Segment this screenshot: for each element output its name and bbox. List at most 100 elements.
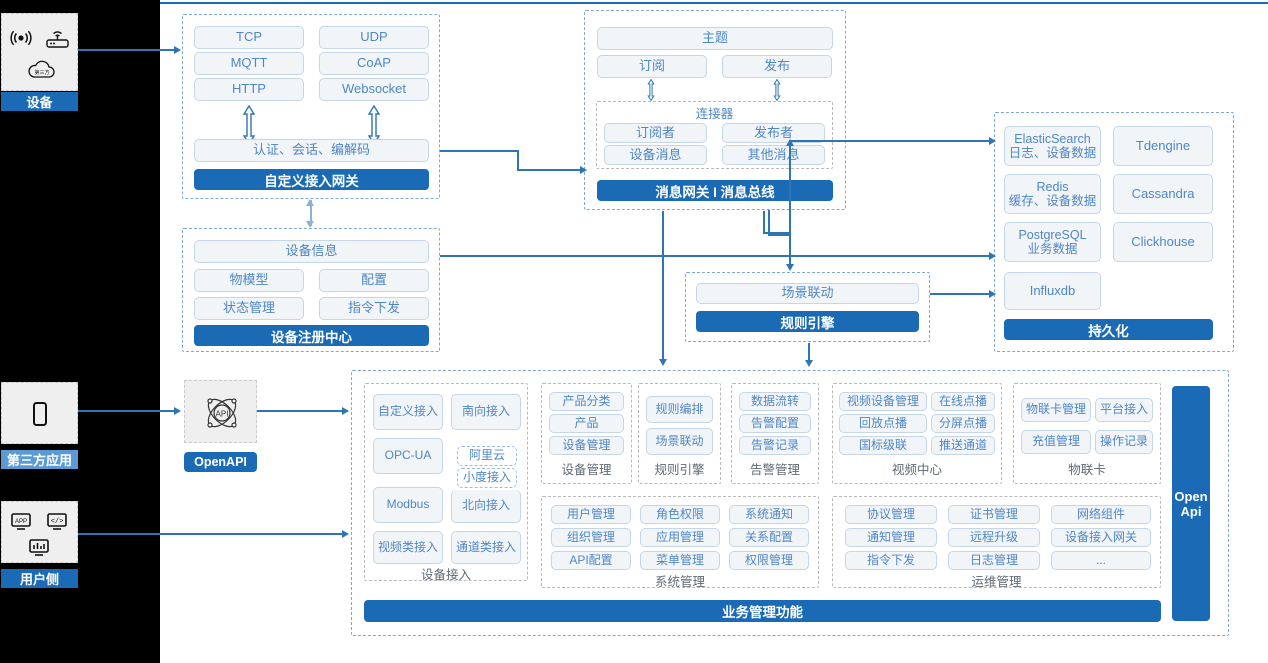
connector-gateway-to-bus-h1: [440, 150, 518, 152]
pill-label: 指令下发: [347, 300, 400, 316]
group-title-iot-card: 物联卡: [1013, 460, 1161, 477]
openapi-side-bar[interactable]: Open Api: [1172, 386, 1210, 621]
scene-linkage-pill[interactable]: 场景联动: [696, 283, 919, 304]
arrowhead-bus-to-persistence-right: [989, 136, 996, 145]
iot-card-management[interactable]: 物联卡管理: [1021, 398, 1091, 422]
mobile-phone-icon: [30, 401, 50, 427]
device-info-pill[interactable]: 设备信息: [194, 240, 429, 263]
dm-device-management[interactable]: 设备管理: [549, 436, 624, 455]
protocol-http[interactable]: HTTP: [194, 78, 304, 101]
rail-label-text: 设备: [26, 95, 53, 110]
device-access-modbus[interactable]: Modbus: [373, 487, 443, 523]
persistence-bar[interactable]: 持久化: [1004, 319, 1213, 340]
arrowhead-rules-to-business: [804, 360, 813, 367]
vc-split-screen-play[interactable]: 分屏点播: [931, 414, 995, 433]
om-network-component[interactable]: 网络组件: [1051, 505, 1151, 524]
iot-recharge-management[interactable]: 充值管理: [1021, 430, 1091, 454]
device-access-video[interactable]: 视频类接入: [373, 531, 443, 564]
store-redis[interactable]: Redis 缓存、设备数据: [1004, 174, 1101, 214]
group-iot-card: [1013, 383, 1161, 484]
vc-push-channel[interactable]: 推送通道: [931, 436, 995, 455]
store-cassandra[interactable]: Cassandra: [1113, 174, 1213, 214]
store-postgresql[interactable]: PostgreSQL 业务数据: [1004, 222, 1101, 262]
connector-device-to-gateway: [78, 49, 174, 51]
device-access-custom[interactable]: 自定义接入: [373, 394, 443, 430]
sm-user-management[interactable]: 用户管理: [551, 505, 631, 524]
connector-device-message[interactable]: 设备消息: [604, 145, 707, 165]
status-management-pill[interactable]: 状态管理: [194, 297, 304, 320]
store-clickhouse[interactable]: Clickhouse: [1113, 222, 1213, 262]
iot-platform-access[interactable]: 平台接入: [1095, 398, 1153, 422]
device-access-aliyun[interactable]: 阿里云: [457, 446, 517, 466]
om-device-access-gateway[interactable]: 设备接入网关: [1051, 528, 1151, 547]
device-access-channel[interactable]: 通道类接入: [451, 531, 521, 564]
vc-video-device-management[interactable]: 视频设备管理: [839, 392, 927, 411]
om-command-dispatch[interactable]: 指令下发: [845, 551, 937, 570]
sm-role-permission[interactable]: 角色权限: [640, 505, 720, 524]
rule-engine-bar[interactable]: 规则引擎: [696, 311, 919, 332]
device-access-southbound[interactable]: 南向接入: [451, 394, 521, 430]
store-tdengine[interactable]: Tdengine: [1113, 126, 1213, 166]
pill-label: 权限管理: [744, 552, 793, 567]
om-protocol-management[interactable]: 协议管理: [845, 505, 937, 524]
connector-subscriber[interactable]: 订阅者: [604, 123, 707, 143]
custom-access-gateway-bar[interactable]: 自定义接入网关: [194, 169, 429, 190]
protocol-udp[interactable]: UDP: [319, 26, 429, 49]
om-log-management[interactable]: 日志管理: [948, 551, 1040, 570]
store-influxdb[interactable]: Influxdb: [1004, 272, 1101, 310]
iot-operation-record[interactable]: 操作记录: [1095, 430, 1153, 454]
auth-session-codec[interactable]: 认证、会话、编解码: [194, 139, 429, 162]
app-screen-icon: APP: [10, 512, 32, 531]
pill-label: 自定义接入: [377, 404, 438, 419]
om-notification-management[interactable]: 通知管理: [845, 528, 937, 547]
router-icon: [45, 27, 70, 49]
vc-gb-cascade[interactable]: 国标级联: [839, 436, 927, 455]
re-rule-orchestration[interactable]: 规则编排: [646, 396, 713, 423]
om-more[interactable]: ...: [1051, 551, 1151, 570]
pill-label: 分屏点播: [938, 415, 987, 430]
publish-pill[interactable]: 发布: [722, 55, 832, 78]
business-management-bar[interactable]: 业务管理功能: [364, 600, 1161, 622]
sm-app-management[interactable]: 应用管理: [640, 528, 720, 547]
protocol-coap[interactable]: CoAP: [319, 52, 429, 75]
sm-menu-management[interactable]: 菜单管理: [640, 551, 720, 570]
topic-pill[interactable]: 主题: [597, 27, 833, 50]
pill-label: 发布: [763, 58, 790, 74]
store-elasticsearch[interactable]: ElasticSearch 日志、设备数据: [1004, 126, 1101, 166]
sm-relation-config[interactable]: 关系配置: [729, 528, 809, 547]
command-dispatch-pill[interactable]: 指令下发: [319, 297, 429, 320]
message-gateway-bar[interactable]: 消息网关 I 消息总线: [597, 180, 833, 201]
openapi-label-bar[interactable]: OpenAPI: [184, 452, 257, 472]
dm-product-category[interactable]: 产品分类: [549, 392, 624, 411]
re-scene-linkage[interactable]: 场景联动: [646, 428, 713, 455]
device-access-opcua[interactable]: OPC-UA: [373, 438, 443, 474]
vc-playback[interactable]: 回放点播: [839, 414, 927, 433]
device-access-xiaodu[interactable]: 小度接入: [457, 468, 517, 488]
sm-org-management[interactable]: 组织管理: [551, 528, 631, 547]
om-remote-upgrade[interactable]: 远程升级: [948, 528, 1040, 547]
sm-permission-management[interactable]: 权限管理: [729, 551, 809, 570]
am-alarm-record[interactable]: 告警记录: [739, 436, 811, 455]
pill-label: 规则编排: [655, 401, 704, 416]
pill-label: 告警配置: [750, 415, 799, 430]
device-registry-bar[interactable]: 设备注册中心: [194, 325, 429, 346]
am-data-flow[interactable]: 数据流转: [739, 392, 811, 411]
sm-api-config[interactable]: API配置: [551, 551, 631, 570]
dm-product[interactable]: 产品: [549, 414, 624, 433]
protocol-mqtt[interactable]: MQTT: [194, 52, 304, 75]
message-bus-group: [584, 10, 846, 210]
connector-other-message[interactable]: 其他消息: [722, 145, 825, 165]
device-access-northbound[interactable]: 北向接入: [451, 490, 521, 523]
vc-online-play[interactable]: 在线点播: [931, 392, 995, 411]
am-alarm-config[interactable]: 告警配置: [739, 414, 811, 433]
pill-label: 配置: [360, 272, 387, 288]
protocol-tcp[interactable]: TCP: [194, 26, 304, 49]
protocol-websocket[interactable]: Websocket: [319, 78, 429, 101]
om-cert-management[interactable]: 证书管理: [948, 505, 1040, 524]
thing-model-pill[interactable]: 物模型: [194, 269, 304, 292]
bidirectional-arrow-publish: [770, 79, 786, 119]
config-pill[interactable]: 配置: [319, 269, 429, 292]
connector-publisher[interactable]: 发布者: [722, 123, 825, 143]
subscribe-pill[interactable]: 订阅: [597, 55, 707, 78]
sm-system-notification[interactable]: 系统通知: [729, 505, 809, 524]
